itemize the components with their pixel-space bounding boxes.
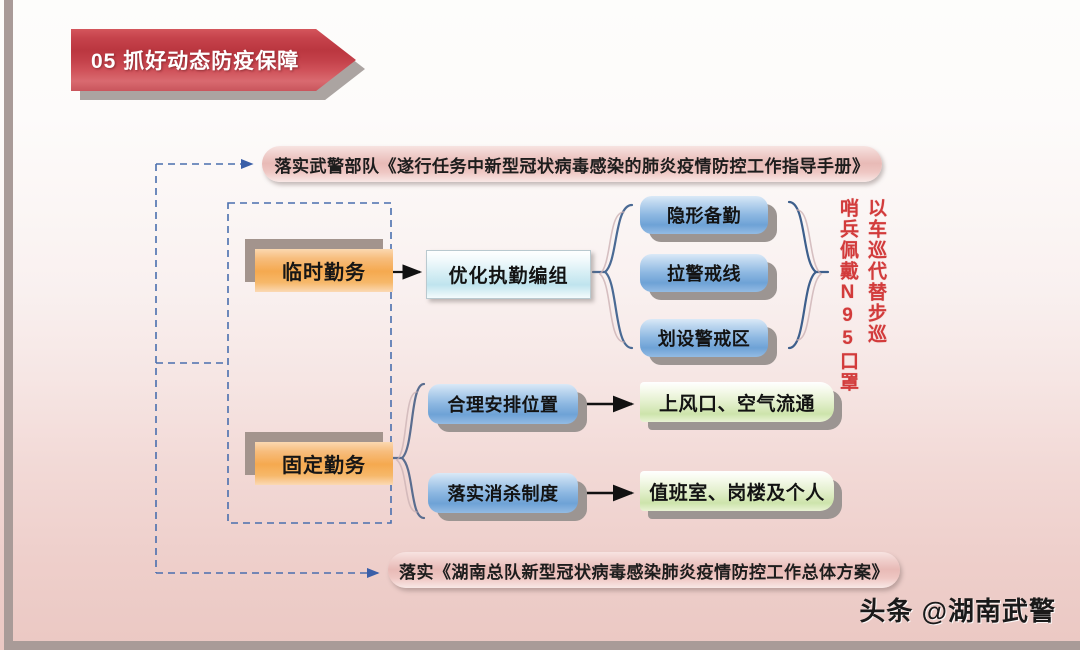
fixed-result-2: 值班室、岗楼及个人 [640,471,834,511]
fixed-measure-1-label: 合理安排位置 [447,395,559,415]
slide-frame-bottom-bar [4,641,1080,650]
brace-close-items-annotations [787,200,830,350]
fixed-measure-1: 合理安排位置 [428,384,578,424]
title-banner: 05 抓好动态防疫保障 [71,29,356,91]
banner-bottom-label: 落实《湖南总队新型冠状病毒感染肺炎疫情防控工作总体方案》 [399,562,889,582]
fixed-duty-label: 固定勤务 [282,455,366,477]
watermark: 头条 @湖南武警 [859,596,1056,626]
annotation-vehicle-patrol: 以车巡代替步巡 [865,198,886,345]
brace-fixed-duty [390,382,426,520]
banner-top-label: 落实武警部队《遂行任务中新型冠状病毒感染的肺炎疫情防控工作指导手册》 [274,156,870,176]
slide-frame-left-bar [4,0,13,642]
fixed-result-2-label: 值班室、岗楼及个人 [649,482,825,504]
temp-item-1: 隐形备勤 [640,196,768,234]
temporary-duty-box: 临时勤务 [255,249,393,292]
brace-open-measure-items-echo [598,211,625,343]
fixed-result-1: 上风口、空气流通 [640,382,834,422]
temp-item-2-label: 拉警戒线 [667,264,741,284]
optimize-duty-grouping-label: 优化执勤编组 [448,266,569,287]
temp-item-3-label: 划设警戒区 [657,329,751,349]
temporary-duty-label: 临时勤务 [282,262,366,284]
banner-bottom: 落实《湖南总队新型冠状病毒感染肺炎疫情防控工作总体方案》 [388,552,900,588]
brace-open-measure-items [591,203,634,350]
brace-close-items-annotations-echo [796,209,823,341]
page-title: 05 抓好动态防疫保障 [91,50,300,73]
fixed-result-1-label: 上风口、空气流通 [658,393,815,415]
annotation-n95-mask: 哨兵佩戴N95口罩 [837,198,858,393]
dashed-group-box [227,202,392,524]
fixed-measure-2-label: 落实消杀制度 [447,484,559,504]
brace-fixed-duty-echo [395,391,418,513]
banner-top: 落实武警部队《遂行任务中新型冠状病毒感染的肺炎疫情防控工作指导手册》 [262,146,882,182]
optimize-duty-grouping-box: 优化执勤编组 [426,250,591,299]
temp-item-2: 拉警戒线 [640,254,768,292]
temp-item-1-label: 隐形备勤 [667,206,741,226]
fixed-duty-box: 固定勤务 [255,442,393,485]
fixed-measure-2: 落实消杀制度 [428,473,578,513]
dashed-routing-line [155,158,380,579]
temp-item-3: 划设警戒区 [640,319,768,357]
